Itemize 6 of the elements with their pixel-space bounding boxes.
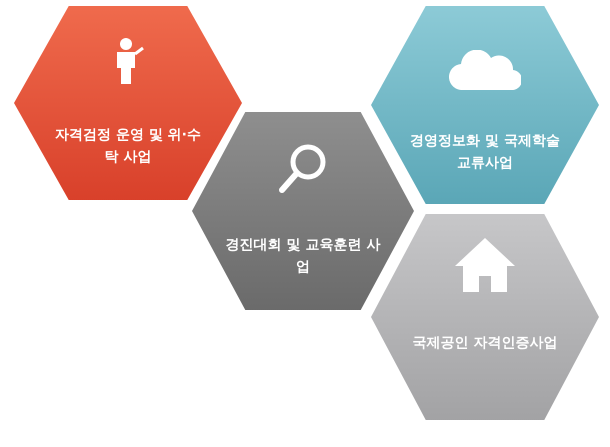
hexagon: [371, 6, 599, 204]
hexagon-label: 경진대회 및 교육훈련 사업: [225, 236, 381, 277]
hexagon-label: 국제공인 자격인증사업: [412, 334, 558, 353]
hexagon: [14, 6, 242, 200]
hexagon-label: 경영정보화 및 국제학술 교류사업: [409, 132, 561, 173]
hexagon-label: 자격검정 운영 및 위·수탁 사업: [54, 126, 202, 167]
